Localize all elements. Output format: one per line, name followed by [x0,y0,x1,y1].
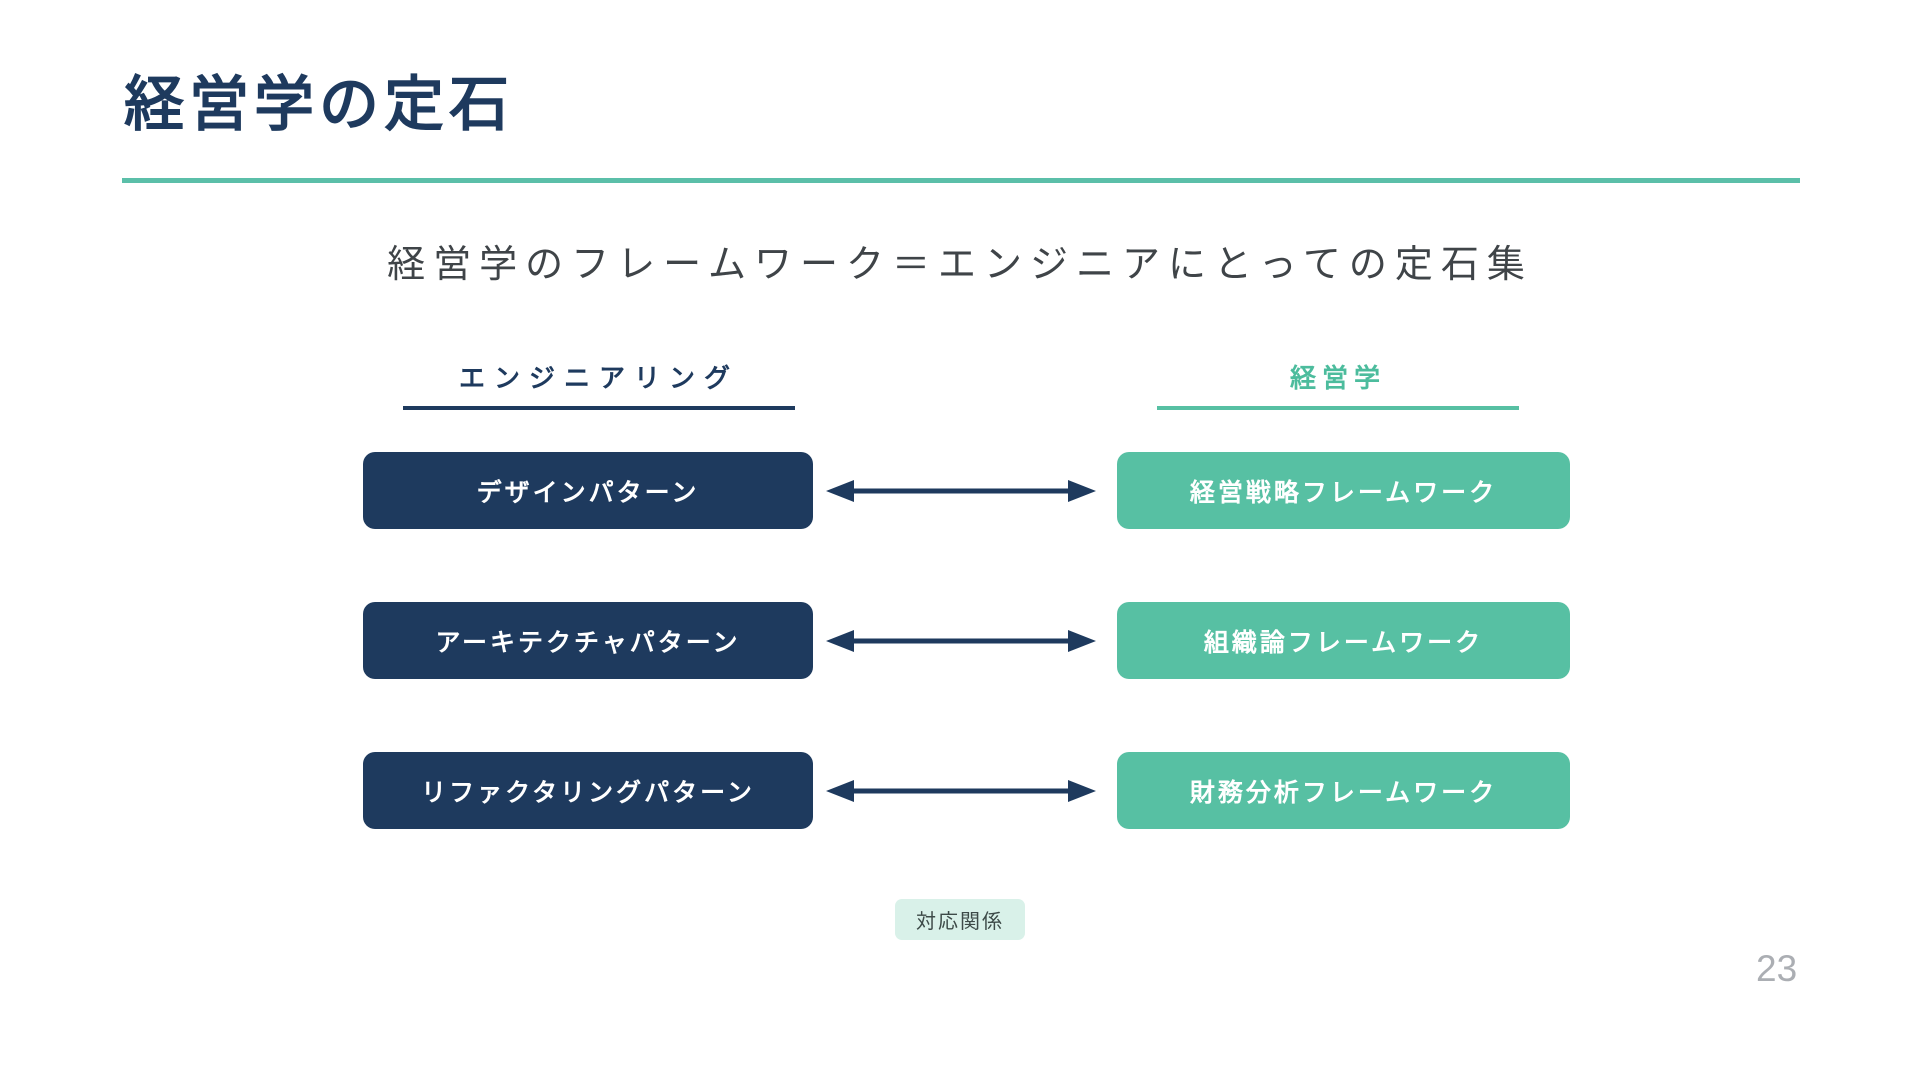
column-header-management: 経営学 [1157,358,1519,410]
arrowhead-right [1068,480,1096,502]
arrowhead-left [826,780,854,802]
pattern-box-design-label: デザインパターン [476,478,700,507]
framework-box-strategy-label: 経営戦略フレームワーク [1189,478,1498,507]
arrowhead-left [826,480,854,502]
pattern-box-architecture: アーキテクチャパターン [363,602,813,679]
title-underline [122,178,1800,183]
column-header-engineering-label: エンジニアリング [458,363,739,393]
column-header-engineering: エンジニアリング [403,358,795,410]
pattern-box-refactoring: リファクタリングパターン [363,752,813,829]
correspondence-arrow [826,628,1096,654]
column-header-management-label: 経営学 [1289,363,1386,393]
correspondence-arrow [826,478,1096,504]
arrowhead-right [1068,780,1096,802]
page-number: 23 [1756,948,1798,989]
pattern-box-refactoring-label: リファクタリングパターン [421,778,755,807]
correspondence-arrow [826,778,1096,804]
double-arrow-icon [826,780,1096,802]
pattern-box-design: デザインパターン [363,452,813,529]
framework-box-organization-label: 組織論フレームワーク [1203,628,1484,657]
framework-box-finance-label: 財務分析フレームワーク [1189,778,1498,807]
pattern-box-architecture-label: アーキテクチャパターン [435,628,741,657]
arrowhead-right [1068,630,1096,652]
legend-badge: 対応関係 [895,899,1025,940]
framework-box-finance: 財務分析フレームワーク [1117,752,1570,829]
double-arrow-icon [826,480,1096,502]
subtitle: 経営学のフレームワーク＝エンジニアにとっての定石集 [387,244,1533,286]
page-title: 経営学の定石 [124,71,514,138]
arrowhead-left [826,630,854,652]
framework-box-strategy: 経営戦略フレームワーク [1117,452,1570,529]
double-arrow-icon [826,630,1096,652]
framework-box-organization: 組織論フレームワーク [1117,602,1570,679]
legend-badge-label: 対応関係 [916,911,1004,933]
